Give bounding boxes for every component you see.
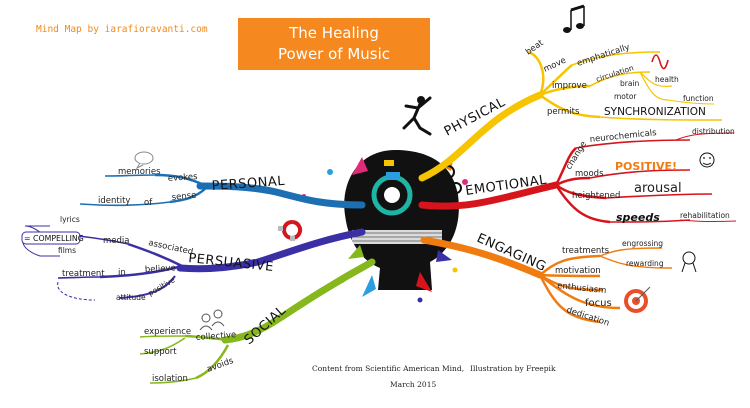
title-line-1: The Healing (289, 24, 379, 42)
title-line-2: Power of Music (277, 45, 391, 63)
item-focus: focus (585, 298, 612, 309)
item-motor: motor (614, 92, 637, 101)
item-believe: believe (145, 263, 176, 275)
item-emphatically: emphatically (576, 42, 631, 68)
item-of: of (144, 198, 153, 208)
branch-social (139, 258, 376, 384)
item-speeds: speeds (616, 211, 660, 224)
target-icon (624, 286, 651, 313)
item-lyrics: lyrics (60, 215, 80, 224)
item-health: health (655, 75, 679, 84)
title-box: The Healing Power of Music (238, 18, 430, 70)
item-motivation: motivation (555, 266, 601, 276)
item-rewarding: rewarding (626, 259, 664, 268)
item-isolation: isolation (152, 374, 188, 384)
item-films: films (58, 246, 76, 255)
item-support: support (144, 347, 177, 357)
item-compelling: = COMPELLING (24, 234, 84, 243)
central-head-illustration (302, 150, 468, 303)
item-collective: collective (196, 330, 237, 343)
item-rehabilitation: rehabilitation (680, 211, 730, 220)
people-group-icon (199, 309, 225, 331)
item-engrossing: engrossing (622, 239, 663, 248)
award-ribbon-icon (681, 251, 697, 273)
heartbeat-icon (651, 54, 669, 70)
smiley-icon (699, 152, 715, 168)
magnet-icon (278, 220, 302, 241)
branch-persuasive (22, 225, 366, 301)
item-experience: experience (144, 327, 191, 337)
branch-label-social: SOCIAL (242, 303, 290, 348)
branch-label-personal: PERSONAL (211, 174, 286, 194)
item-positive-emotional: POSITIVE! (615, 160, 677, 173)
item-positive-persuasive: positive (147, 275, 177, 298)
speech-bubble-icon (134, 151, 154, 170)
jumping-person-icon (402, 96, 432, 136)
item-treatments: treatments (562, 246, 610, 256)
item-moods: moods (575, 169, 604, 179)
item-treatment: treatment (62, 269, 105, 279)
branch-personal (79, 173, 366, 209)
item-identity: identity (98, 196, 130, 206)
item-synchronization: SYNCHRONIZATION (604, 106, 706, 118)
item-change: change (564, 140, 589, 172)
footer-illustration: Illustration by Freepik (470, 364, 556, 373)
item-in: in (118, 268, 126, 278)
music-note-icon (563, 4, 585, 33)
footer-date: March 2015 (390, 380, 437, 389)
item-evokes: evokes (168, 172, 199, 184)
item-brain: brain (620, 79, 640, 88)
branch-emotional (418, 132, 737, 224)
credit-text: Mind Map by iarafioravanti.com (36, 24, 208, 35)
branch-engaging (420, 236, 673, 324)
item-improve: improve (552, 81, 587, 91)
item-arousal: arousal (634, 181, 682, 196)
branch-physical (418, 50, 723, 182)
item-sense: sense (171, 190, 197, 203)
compelling-box (21, 231, 81, 245)
item-media: media (103, 236, 129, 246)
item-distribution: distribution (692, 127, 735, 136)
item-heightened: heightened (572, 191, 620, 201)
item-attitude: attitude (116, 293, 146, 302)
footer-source: Content from Scientific American Mind, (312, 364, 465, 373)
item-permits: permits (547, 107, 580, 117)
item-function: function (683, 94, 714, 103)
item-memories: memories (118, 167, 161, 177)
